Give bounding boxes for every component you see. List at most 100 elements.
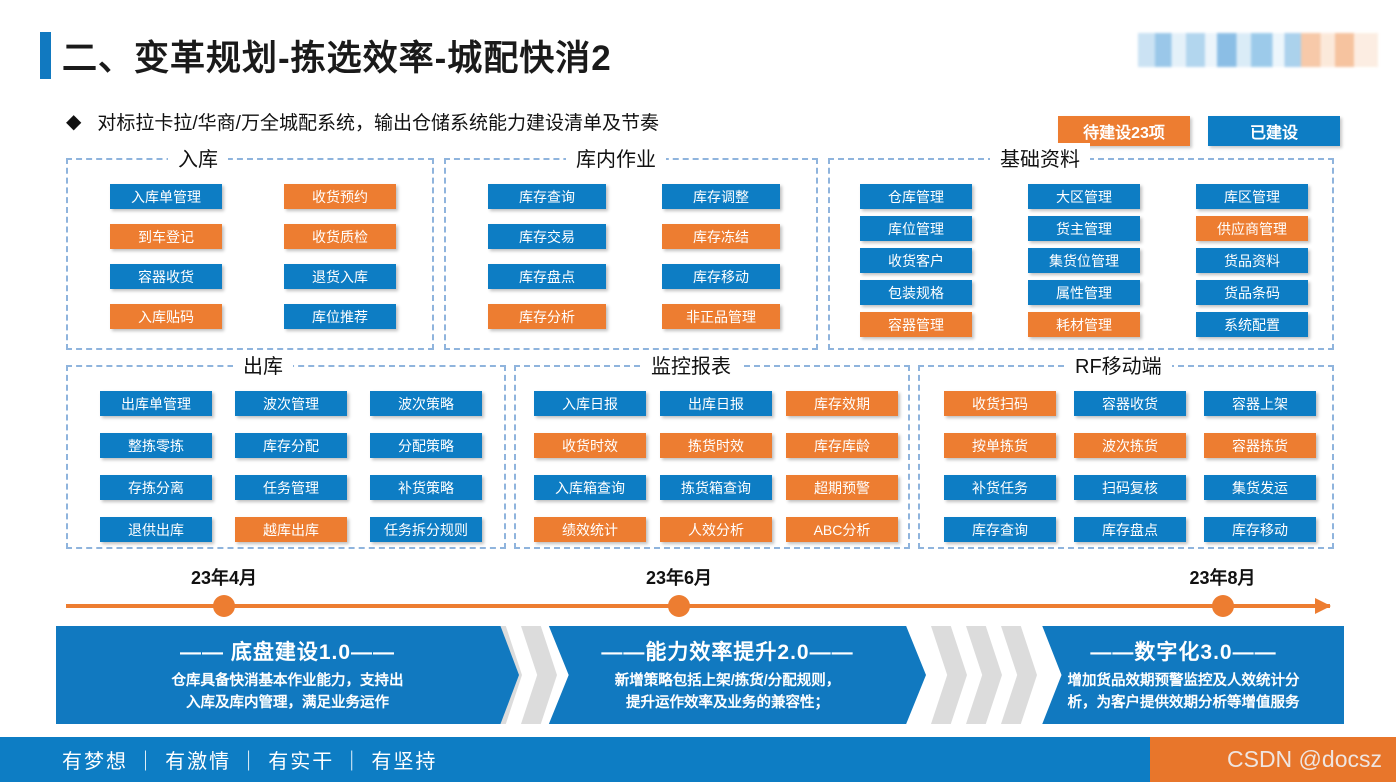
module-tile[interactable]: 库位管理 (860, 216, 972, 241)
module-tile[interactable]: 超期预警 (786, 475, 898, 500)
module-tile[interactable]: 存拣分离 (100, 475, 212, 500)
module-tile[interactable]: 容器上架 (1204, 391, 1316, 416)
phase-banner[interactable]: —— 底盘建设1.0——仓库具备快消基本作业能力，支持出 入库及库内管理，满足业… (56, 626, 519, 724)
module-tile[interactable]: 扫码复核 (1074, 475, 1186, 500)
module-tile[interactable]: 货主管理 (1028, 216, 1140, 241)
legend-pending[interactable]: 待建设23项 (1058, 116, 1190, 146)
module-tile[interactable]: 收货预约 (284, 184, 396, 209)
module-tile[interactable]: 库存调整 (662, 184, 780, 209)
module-tile[interactable]: 库存移动 (1204, 517, 1316, 542)
module-tile[interactable]: 拣货箱查询 (660, 475, 772, 500)
tile-grid: 收货扫码容器收货容器上架按单拣货波次拣货容器拣货补货任务扫码复核集货发运库存查询… (944, 391, 1316, 542)
module-tile[interactable]: 非正品管理 (662, 304, 780, 329)
module-tile[interactable]: 补货策略 (370, 475, 482, 500)
panel-title: 监控报表 (641, 350, 741, 379)
page-title: 二、变革规划-拣选效率-城配快消2 (40, 30, 612, 81)
phase-banner-group: —— 底盘建设1.0——仓库具备快消基本作业能力，支持出 入库及库内管理，满足业… (56, 626, 1344, 724)
chevron-separator-icon (966, 626, 1002, 724)
module-tile[interactable]: 货品条码 (1196, 280, 1308, 305)
module-tile[interactable]: 库区管理 (1196, 184, 1308, 209)
module-tile[interactable]: 库存分析 (488, 304, 606, 329)
module-tile[interactable]: 退货入库 (284, 264, 396, 289)
phase-banner[interactable]: ——能力效率提升2.0——新增策略包括上架/拣货/分配规则， 提升运作效率及业务… (529, 626, 926, 724)
chevron-separator-icon (521, 626, 557, 724)
module-tile[interactable]: 退供出库 (100, 517, 212, 542)
module-tile[interactable]: 耗材管理 (1028, 312, 1140, 337)
module-tile[interactable]: 波次策略 (370, 391, 482, 416)
module-tile[interactable]: 越库出库 (235, 517, 347, 542)
module-tile[interactable]: 整拣零拣 (100, 433, 212, 458)
module-tile[interactable]: 任务拆分规则 (370, 517, 482, 542)
module-tile[interactable]: 库存查询 (944, 517, 1056, 542)
module-tile[interactable]: 拣货时效 (660, 433, 772, 458)
module-tile[interactable]: 入库箱查询 (534, 475, 646, 500)
phase-title: ——数字化3.0—— (1090, 641, 1277, 665)
roadmap-timeline: 23年4月 23年6月 23年8月 (66, 568, 1331, 617)
module-tile[interactable]: 波次拣货 (1074, 433, 1186, 458)
module-tile[interactable]: 容器收货 (1074, 391, 1186, 416)
panel-title: RF移动端 (1065, 350, 1172, 379)
module-tile[interactable]: 补货任务 (944, 475, 1056, 500)
module-tile[interactable]: 系统配置 (1196, 312, 1308, 337)
module-tile[interactable]: 货品资料 (1196, 248, 1308, 273)
module-tile[interactable]: ABC分析 (786, 517, 898, 542)
module-tile[interactable]: 库存移动 (662, 264, 780, 289)
module-tile[interactable]: 入库单管理 (110, 184, 222, 209)
module-tile[interactable]: 波次管理 (235, 391, 347, 416)
module-tile[interactable]: 库存冻结 (662, 224, 780, 249)
module-tile[interactable]: 库存查询 (488, 184, 606, 209)
company-logo-blurred (1138, 33, 1378, 67)
module-tile[interactable]: 分配策略 (370, 433, 482, 458)
phase-banner[interactable]: ——数字化3.0——增加货品效期预警监控及人效统计分 析，为客户提供效期分析等增… (1042, 626, 1344, 724)
module-tile[interactable]: 包装规格 (860, 280, 972, 305)
module-tile[interactable]: 库存效期 (786, 391, 898, 416)
module-tile[interactable]: 库存库龄 (786, 433, 898, 458)
module-tile[interactable]: 按单拣货 (944, 433, 1056, 458)
module-tile[interactable]: 收货客户 (860, 248, 972, 273)
module-tile[interactable]: 集货发运 (1204, 475, 1316, 500)
legend: 待建设23项 已建设 (1058, 116, 1340, 146)
module-tile[interactable]: 属性管理 (1028, 280, 1140, 305)
panel-title: 出库 (233, 350, 293, 379)
module-tile[interactable]: 出库单管理 (100, 391, 212, 416)
module-tile[interactable]: 任务管理 (235, 475, 347, 500)
module-tile[interactable]: 收货时效 (534, 433, 646, 458)
module-tile[interactable]: 收货扫码 (944, 391, 1056, 416)
module-tile[interactable]: 大区管理 (1028, 184, 1140, 209)
timeline-milestone-label: 23年6月 (646, 568, 713, 588)
tile-grid: 入库日报出库日报库存效期收货时效拣货时效库存库龄入库箱查询拣货箱查询超期预警绩效… (534, 391, 898, 542)
tile-grid: 仓库管理 大区管理 库区管理库位管理 货主管理 供应商管理收货客户 集货位管理 货品资料包装… (860, 184, 1308, 337)
tile-grid: 库存查询 库存调整库存交易 库存冻结库存盘点 库存移动库存分析 非正品管理 (488, 184, 780, 329)
module-tile[interactable]: 集货位管理 (1028, 248, 1140, 273)
module-tile[interactable]: 入库日报 (534, 391, 646, 416)
phase-title: ——能力效率提升2.0—— (601, 641, 854, 665)
legend-built[interactable]: 已建设 (1208, 116, 1340, 146)
watermark-text: CSDN @docsz (1227, 746, 1382, 772)
panel-title: 库内作业 (566, 143, 666, 172)
module-tile[interactable]: 入库贴码 (110, 304, 222, 329)
module-tile[interactable]: 供应商管理 (1196, 216, 1308, 241)
panel-monitoring-reports: 监控报表 入库日报出库日报库存效期收货时效拣货时效库存库龄入库箱查询拣货箱查询超… (514, 350, 910, 549)
module-tile[interactable]: 库存盘点 (488, 264, 606, 289)
module-tile[interactable]: 仓库管理 (860, 184, 972, 209)
module-tile[interactable]: 库存交易 (488, 224, 606, 249)
timeline-milestone-label: 23年8月 (1189, 568, 1256, 588)
module-tile[interactable]: 库位推荐 (284, 304, 396, 329)
module-tile[interactable]: 库存盘点 (1074, 517, 1186, 542)
module-tile[interactable]: 到车登记 (110, 224, 222, 249)
module-tile[interactable]: 容器管理 (860, 312, 972, 337)
timeline-milestone-dot (213, 595, 235, 617)
chevron-separator-icon (931, 626, 967, 724)
subtitle-row: ◆ 对标拉卡拉/华商/万全城配系统，输出仓储系统能力建设清单及节奏 (66, 108, 659, 135)
timeline-arrow-icon (1315, 598, 1331, 614)
module-tile[interactable]: 人效分析 (660, 517, 772, 542)
panel-basic-data: 基础资料 仓库管理大区管理库区管理库位管理货主管理供应商管理收货客户集货位管理货… (828, 143, 1334, 350)
module-tile[interactable]: 出库日报 (660, 391, 772, 416)
module-tile[interactable]: 容器拣货 (1204, 433, 1316, 458)
module-tile[interactable]: 容器收货 (110, 264, 222, 289)
timeline-milestone-label: 23年4月 (190, 568, 258, 588)
module-tile[interactable]: 绩效统计 (534, 517, 646, 542)
module-tile[interactable]: 收货质检 (284, 224, 396, 249)
module-tile[interactable]: 库存分配 (235, 433, 347, 458)
title-text: 二、变革规划-拣选效率-城配快消2 (62, 39, 612, 78)
